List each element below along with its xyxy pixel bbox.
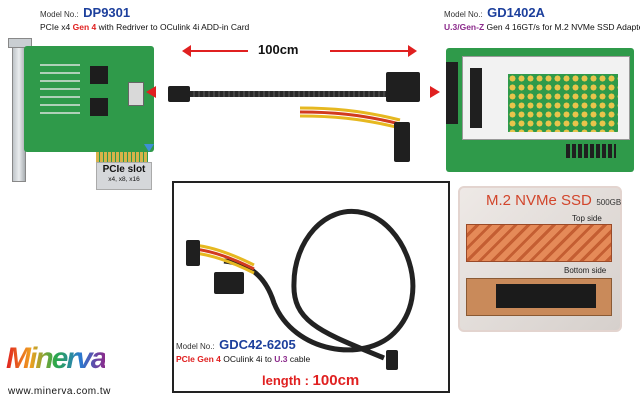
left-card-chip (90, 66, 108, 84)
ssd-title: M.2 NVMe SSD 500GB (486, 192, 622, 209)
center-u3-connector (214, 272, 244, 294)
right-card-caption: Model No.: GD1402A U.3/Gen-Z Gen 4 16GT/… (444, 4, 640, 32)
pcie-slot-label: PCIe slot x4, x8, x16 (96, 162, 152, 190)
top-sata-power-plug (394, 122, 410, 162)
website-url[interactable]: www.minerva.com.tw (8, 386, 111, 397)
center-sata-power-plug (186, 240, 200, 266)
ssd-label-sticker (496, 284, 596, 308)
top-u3-connector (386, 72, 420, 102)
top-length-line-left (190, 50, 248, 52)
left-model-prefix: Model No.: (40, 10, 79, 19)
bracket-tab (8, 38, 32, 48)
m2-connector (470, 68, 482, 128)
right-red-arrow-icon (430, 86, 440, 98)
left-card-description: PCIe x4 Gen 4 with Redriver to OCulink 4… (40, 22, 250, 32)
center-model-number: GDC42-6205 (219, 337, 296, 352)
ssd-top-heatsink (466, 224, 612, 262)
slot-subtitle: x4, x8, x16 (108, 176, 140, 183)
minerva-logo: Minerva (6, 342, 107, 375)
left-card-caption: Model No.: DP9301 PCIe x4 Gen 4 with Red… (40, 4, 249, 32)
m2-pad-grid (508, 74, 618, 132)
ssd-top-label: Top side (572, 214, 602, 223)
left-model-number: DP9301 (83, 5, 131, 20)
right-card-description: U.3/Gen-Z Gen 4 16GT/s for M.2 NVMe SSD … (444, 22, 640, 32)
top-length-line-right (330, 50, 410, 52)
ssd-bottom-label: Bottom side (564, 266, 607, 275)
top-length-arrow-left-icon (182, 45, 191, 57)
oculink-port (128, 82, 144, 106)
top-power-wires (300, 106, 401, 130)
right-card-headers (566, 144, 616, 158)
left-red-arrow-icon (146, 86, 156, 98)
center-model-prefix: Model No.: (176, 342, 215, 351)
pcie-gold-fingers (96, 152, 148, 162)
down-arrow-icon (144, 144, 154, 152)
left-card-components (40, 60, 80, 120)
top-length-arrow-right-icon (408, 45, 417, 57)
top-oculink-plug (168, 86, 190, 102)
right-model-number: GD1402A (487, 5, 545, 20)
center-oculink-plug (386, 350, 398, 370)
center-cable-caption: Model No.: GDC42-6205 PCIe Gen 4 OCulink… (176, 336, 310, 364)
top-cable-length: 100cm (258, 42, 299, 57)
slot-title: PCIe slot (102, 164, 146, 175)
u3-receptacle (446, 62, 458, 124)
center-cable-description: PCIe Gen 4 OCulink 4i to U.3 cable (176, 354, 311, 364)
top-cable-body (190, 91, 388, 97)
center-cable-length: length : 100cm (262, 372, 360, 389)
right-model-prefix: Model No.: (444, 10, 483, 19)
left-card-chip (90, 98, 108, 116)
